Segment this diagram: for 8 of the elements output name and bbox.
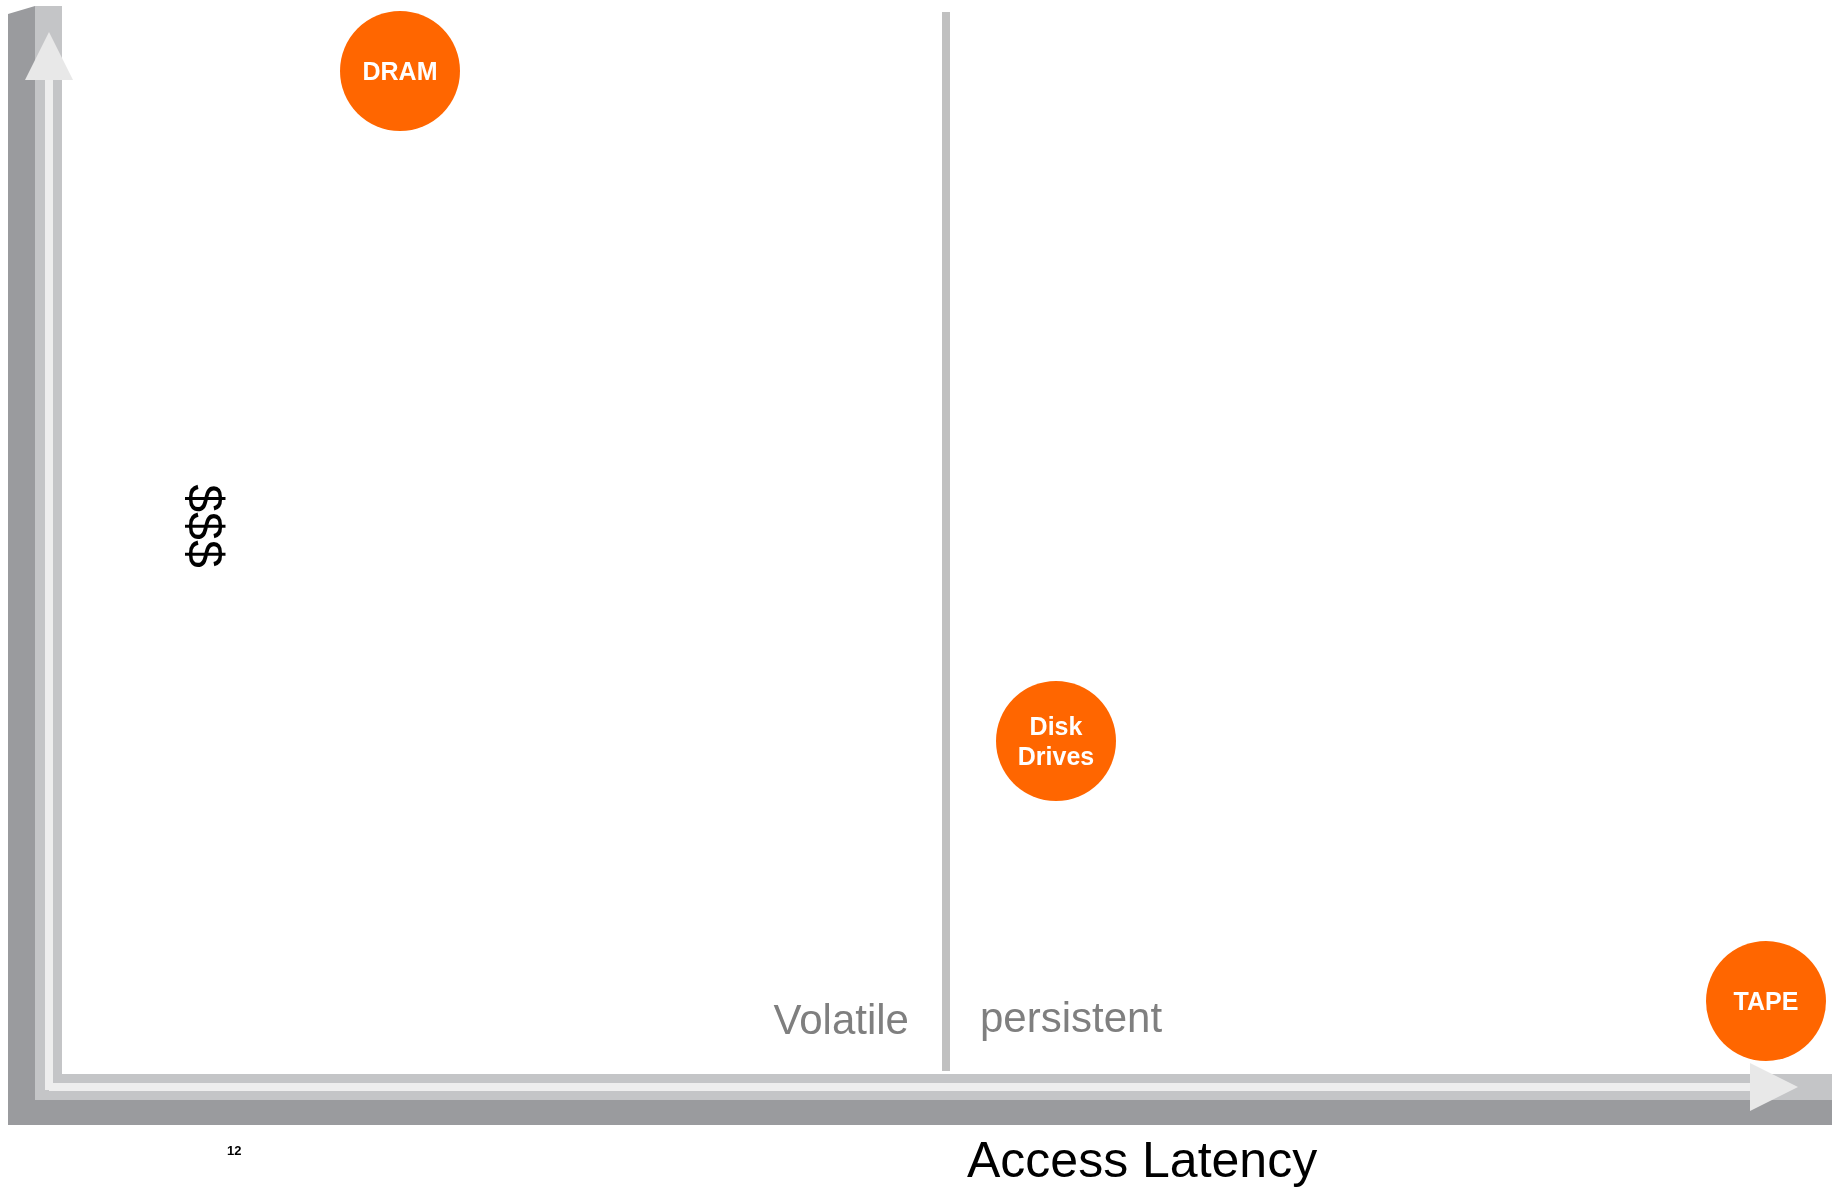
marker-circle: Disk Drives <box>996 681 1116 801</box>
region-label: persistent <box>980 997 1163 1039</box>
marker-circle: DRAM <box>340 11 460 131</box>
region-label: Volatile <box>773 999 909 1041</box>
axis-label: Access Latency <box>967 1135 1318 1185</box>
marker-circle: TAPE <box>1706 941 1826 1061</box>
axis-label: $$$ <box>179 484 230 568</box>
page-number: 12 <box>227 1143 242 1157</box>
